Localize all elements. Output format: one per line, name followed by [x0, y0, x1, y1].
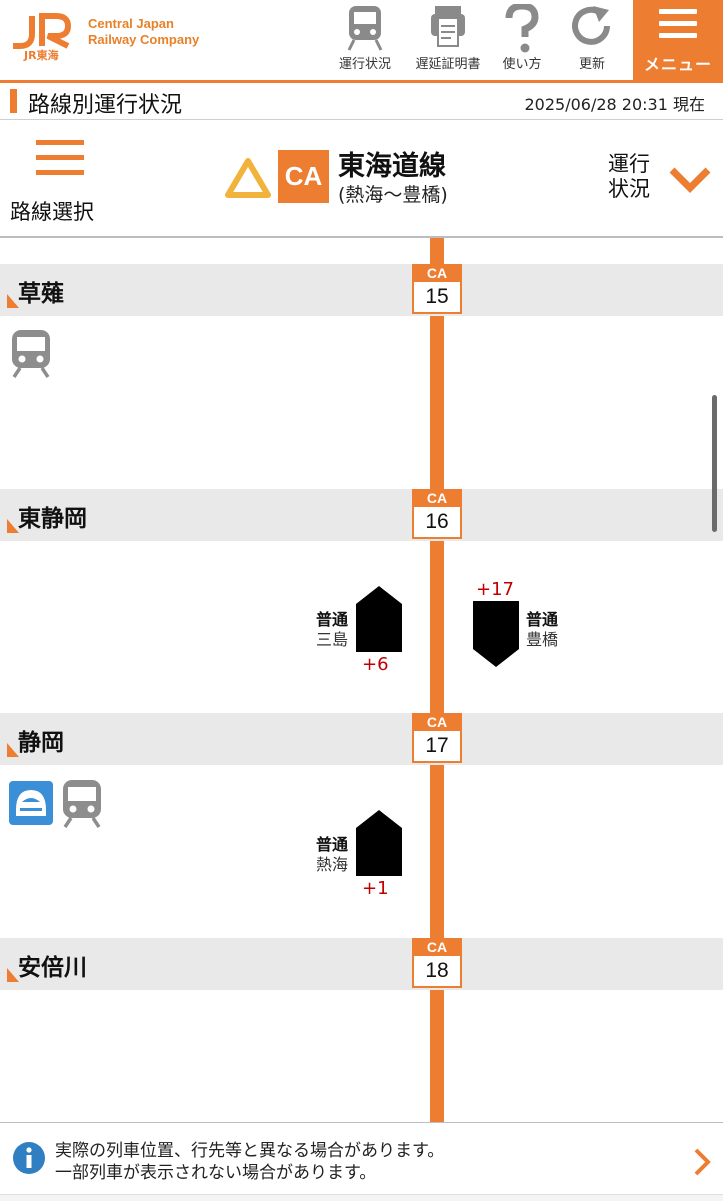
train-label: 普通 三島: [312, 610, 352, 650]
station-row[interactable]: 静岡: [0, 713, 723, 765]
station-corner-mark: [7, 294, 19, 308]
question-icon: [505, 4, 539, 53]
operation-status-toggle[interactable]: 運行 状況: [600, 150, 711, 220]
station-number-badge: CA 18: [412, 938, 462, 990]
title-marker: [10, 89, 17, 113]
station-row[interactable]: 東静岡: [0, 489, 723, 541]
station-name: 安倍川: [18, 955, 87, 981]
scrollbar-thumb[interactable]: [712, 395, 717, 532]
bottom-edge: [0, 1194, 723, 1201]
nav-operation-status[interactable]: 運行状況: [329, 0, 401, 80]
line-info-bar: 路線選択 CA 東海道線 (熱海〜豊橋) 運行 状況: [0, 120, 723, 238]
refresh-icon: [572, 6, 610, 45]
station-number-badge: CA 16: [412, 489, 462, 541]
train-delay: +6: [362, 654, 389, 675]
nav-how-to-use[interactable]: 使い方: [486, 0, 558, 80]
chevron-right-icon: [694, 1148, 711, 1176]
station-line-code: CA: [412, 713, 462, 731]
notice-banner[interactable]: 実際の列車位置、行先等と異なる場合があります。 一部列車が表示されない場合があり…: [0, 1122, 723, 1195]
station-line-code: CA: [412, 264, 462, 282]
notice-line-1: 実際の列車位置、行先等と異なる場合があります。: [55, 1141, 445, 1161]
route-select-label: 路線選択: [10, 200, 94, 224]
train-destination: 豊橋: [525, 630, 558, 649]
station-corner-mark: [7, 968, 19, 982]
train-marker-up[interactable]: [356, 810, 402, 876]
train-label: 普通 熱海: [312, 835, 352, 875]
nav-refresh[interactable]: 更新: [556, 0, 628, 80]
app-header: JR東海 Central Japan Railway Company 運行状況 …: [0, 0, 723, 80]
route-select-button[interactable]: 路線選択: [8, 138, 118, 230]
operation-status-label: 運行 状況: [608, 152, 650, 201]
brand-name: Central Japan Railway Company: [88, 16, 199, 48]
line-range: (熱海〜豊橋): [338, 184, 448, 206]
train-marker-up[interactable]: [356, 586, 402, 652]
brand-line-1: Central Japan: [88, 16, 174, 31]
train-type: 普通: [315, 835, 348, 854]
nav-label: 更新: [578, 57, 605, 72]
station-name: 草薙: [18, 281, 64, 307]
timestamp: 2025/06/28 20:31 現在: [524, 95, 705, 114]
notice-line-2: 一部列車が表示されない場合があります。: [55, 1163, 377, 1183]
station-row[interactable]: 安倍川: [0, 938, 723, 990]
train-delay: +1: [362, 878, 389, 899]
chevron-down-icon: [669, 167, 711, 193]
station-corner-mark: [7, 743, 19, 757]
train-icon: [347, 6, 383, 51]
nav-label: 使い方: [502, 57, 542, 72]
station-number: 16: [412, 507, 462, 539]
warning-triangle-icon: [225, 158, 271, 198]
station-number-badge: CA 17: [412, 713, 462, 765]
menu-button[interactable]: メニュー: [633, 0, 723, 80]
train-type: 普通: [525, 610, 558, 629]
station-line-code: CA: [412, 938, 462, 956]
station-corner-mark: [7, 519, 19, 533]
jr-central-logo[interactable]: JR東海: [10, 12, 80, 66]
train-destination: 熱海: [315, 855, 348, 874]
station-number: 18: [412, 956, 462, 988]
train-type: 普通: [315, 610, 348, 629]
route-list-icon: [36, 140, 84, 145]
train-destination: 三島: [315, 630, 348, 649]
train-label: 普通 豊橋: [522, 610, 562, 650]
station-name: 東静岡: [18, 506, 87, 532]
station-line-code: CA: [412, 489, 462, 507]
local-train-icon: [63, 780, 101, 828]
line-code-badge: CA: [278, 150, 329, 203]
certificate-icon: [431, 6, 465, 47]
local-train-icon: [12, 330, 50, 378]
train-delay: +17: [476, 579, 514, 600]
brand-line-2: Railway Company: [88, 32, 200, 47]
station-row[interactable]: 草薙: [0, 264, 723, 316]
hamburger-icon: [659, 9, 697, 14]
logo-sub-text: JR東海: [23, 48, 59, 62]
track-line: [430, 238, 444, 1122]
page-title: 路線別運行状況: [28, 93, 183, 118]
shinkansen-icon: [9, 781, 53, 825]
nav-delay-certificate[interactable]: 遅延証明書: [408, 0, 488, 80]
header-divider: [0, 80, 723, 83]
menu-label: メニュー: [643, 55, 712, 74]
page-title-bar: 路線別運行状況 2025/06/28 20:31 現在: [0, 83, 723, 120]
train-marker-down[interactable]: [473, 601, 519, 667]
station-number-badge: CA 15: [412, 264, 462, 316]
line-name: 東海道線: [338, 151, 446, 182]
nav-label: 運行状況: [338, 57, 391, 72]
info-icon: [13, 1142, 45, 1174]
station-number: 15: [412, 282, 462, 314]
nav-label: 遅延証明書: [415, 57, 481, 72]
station-number: 17: [412, 731, 462, 763]
station-name: 静岡: [18, 730, 64, 756]
